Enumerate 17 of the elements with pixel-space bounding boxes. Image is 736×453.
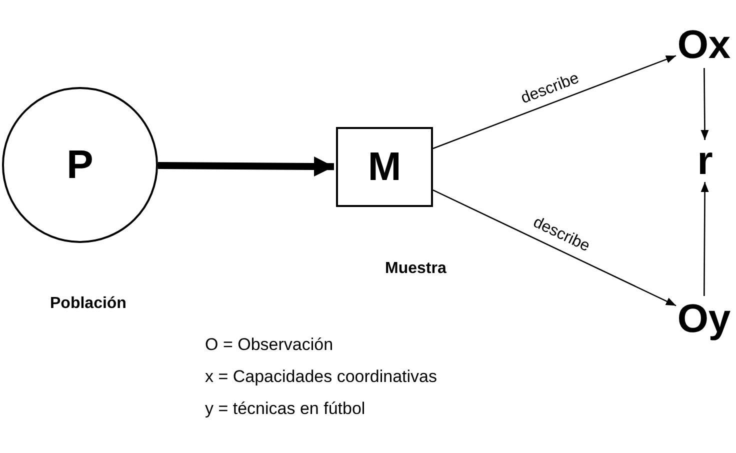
node-letter: Ox: [677, 25, 731, 65]
arrow: [158, 156, 334, 177]
node-letter: P: [66, 145, 94, 185]
legend-note: O = Observación: [205, 335, 334, 355]
node-letter: r: [697, 141, 713, 181]
legend-note: x = Capacidades coordinativas: [205, 367, 437, 387]
arrow: [700, 182, 709, 296]
arrow: [700, 68, 709, 140]
legend-note: y = técnicas en fútbol: [205, 399, 366, 419]
node-caption: Muestra: [385, 260, 446, 278]
arrow: [432, 189, 676, 306]
node-letter: Oy: [677, 299, 731, 339]
arrow: [432, 55, 676, 150]
node-letter: M: [368, 147, 402, 187]
population-circle: [2, 87, 158, 243]
node-caption: Población: [50, 295, 126, 313]
sample-box: [336, 127, 433, 207]
